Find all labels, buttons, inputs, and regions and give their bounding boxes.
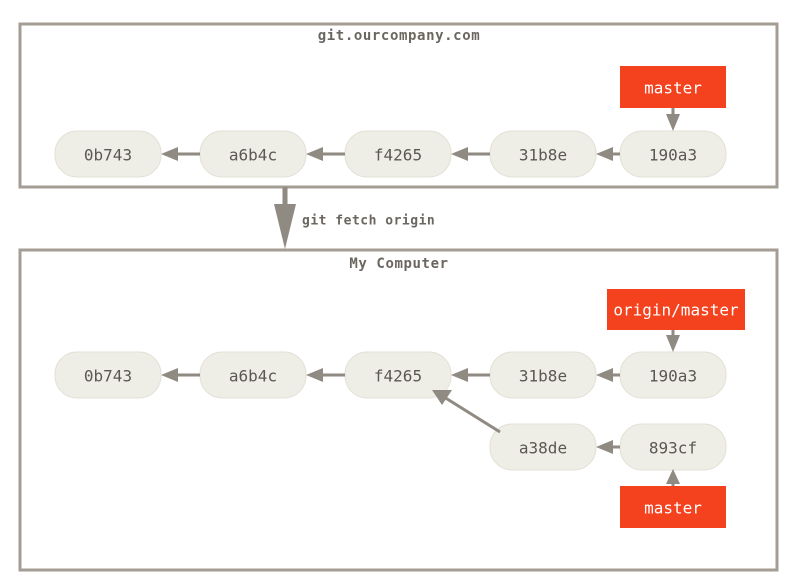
branch-label: master [644,79,702,98]
commit-node[interactable]: a38de [489,423,597,471]
commit-node[interactable]: 0b743 [54,130,162,178]
branch-arrow [666,330,680,352]
commit-label: 190a3 [649,146,697,165]
commit-nodes-local: 0b743 a6b4c f4265 31b8e 190a3 [54,351,727,471]
branch-box [620,486,726,528]
branch-pointer-master-local[interactable]: master [620,469,726,528]
parent-edge-arrow-diagonal [432,390,501,434]
commit-node[interactable]: a6b4c [199,351,307,399]
commit-node[interactable]: 0b743 [54,351,162,399]
commit-label: 190a3 [649,367,697,386]
commit-node[interactable]: 31b8e [489,351,597,399]
panel-local-title: My Computer [349,256,448,272]
commit-label: f4265 [374,367,422,386]
panel-local-border [18,248,779,572]
commit-label: 31b8e [519,367,567,386]
branch-arrow [666,469,680,486]
parent-edge-arrow [161,147,200,161]
parent-edge-arrow [596,368,620,382]
parent-edge-arrow [306,368,345,382]
parent-edges-local [161,368,620,454]
fetch-transition: git fetch origin [274,187,435,249]
commit-label: a6b4c [229,146,277,165]
fetch-arrow-head [274,204,296,249]
branch-arrow [666,108,680,131]
commit-label: 0b743 [84,146,132,165]
panel-remote-title: git.ourcompany.com [318,28,481,44]
branch-label: master [644,499,702,518]
panel-local: My Computer 0b743 a6b4c f4265 31b8e [18,248,779,572]
commit-node[interactable]: a6b4c [199,130,307,178]
branch-box [620,66,726,108]
commit-label: 0b743 [84,367,132,386]
commit-label: a38de [519,439,567,458]
commit-node[interactable]: 190a3 [619,130,727,178]
commit-label: a6b4c [229,367,277,386]
commit-node[interactable]: 31b8e [489,130,597,178]
fetch-caption: git fetch origin [302,214,435,229]
parent-edge-arrow [451,368,490,382]
branch-label: origin/master [613,301,739,320]
parent-edge-arrow [161,368,200,382]
parent-edge-arrow [451,147,490,161]
parent-edge-arrow [596,440,620,454]
branch-pointer-master-remote[interactable]: master [620,66,726,131]
commit-label: 893cf [649,439,697,458]
branch-box [607,289,745,330]
commit-label: f4265 [374,146,422,165]
parent-edges-remote [161,147,620,161]
parent-edge-arrow [306,147,345,161]
commit-label: 31b8e [519,146,567,165]
panel-remote-border [18,22,779,189]
branch-pointer-origin-master[interactable]: origin/master [607,289,745,352]
commit-node[interactable]: 893cf [619,423,727,471]
panel-remote: git.ourcompany.com 0b743 a6b4c f4265 3 [18,22,779,189]
commit-node[interactable]: f4265 [344,130,452,178]
commit-nodes-remote: 0b743 a6b4c f4265 31b8e 190a3 [54,130,727,178]
commit-node[interactable]: 190a3 [619,351,727,399]
parent-edge-arrow [596,147,620,161]
